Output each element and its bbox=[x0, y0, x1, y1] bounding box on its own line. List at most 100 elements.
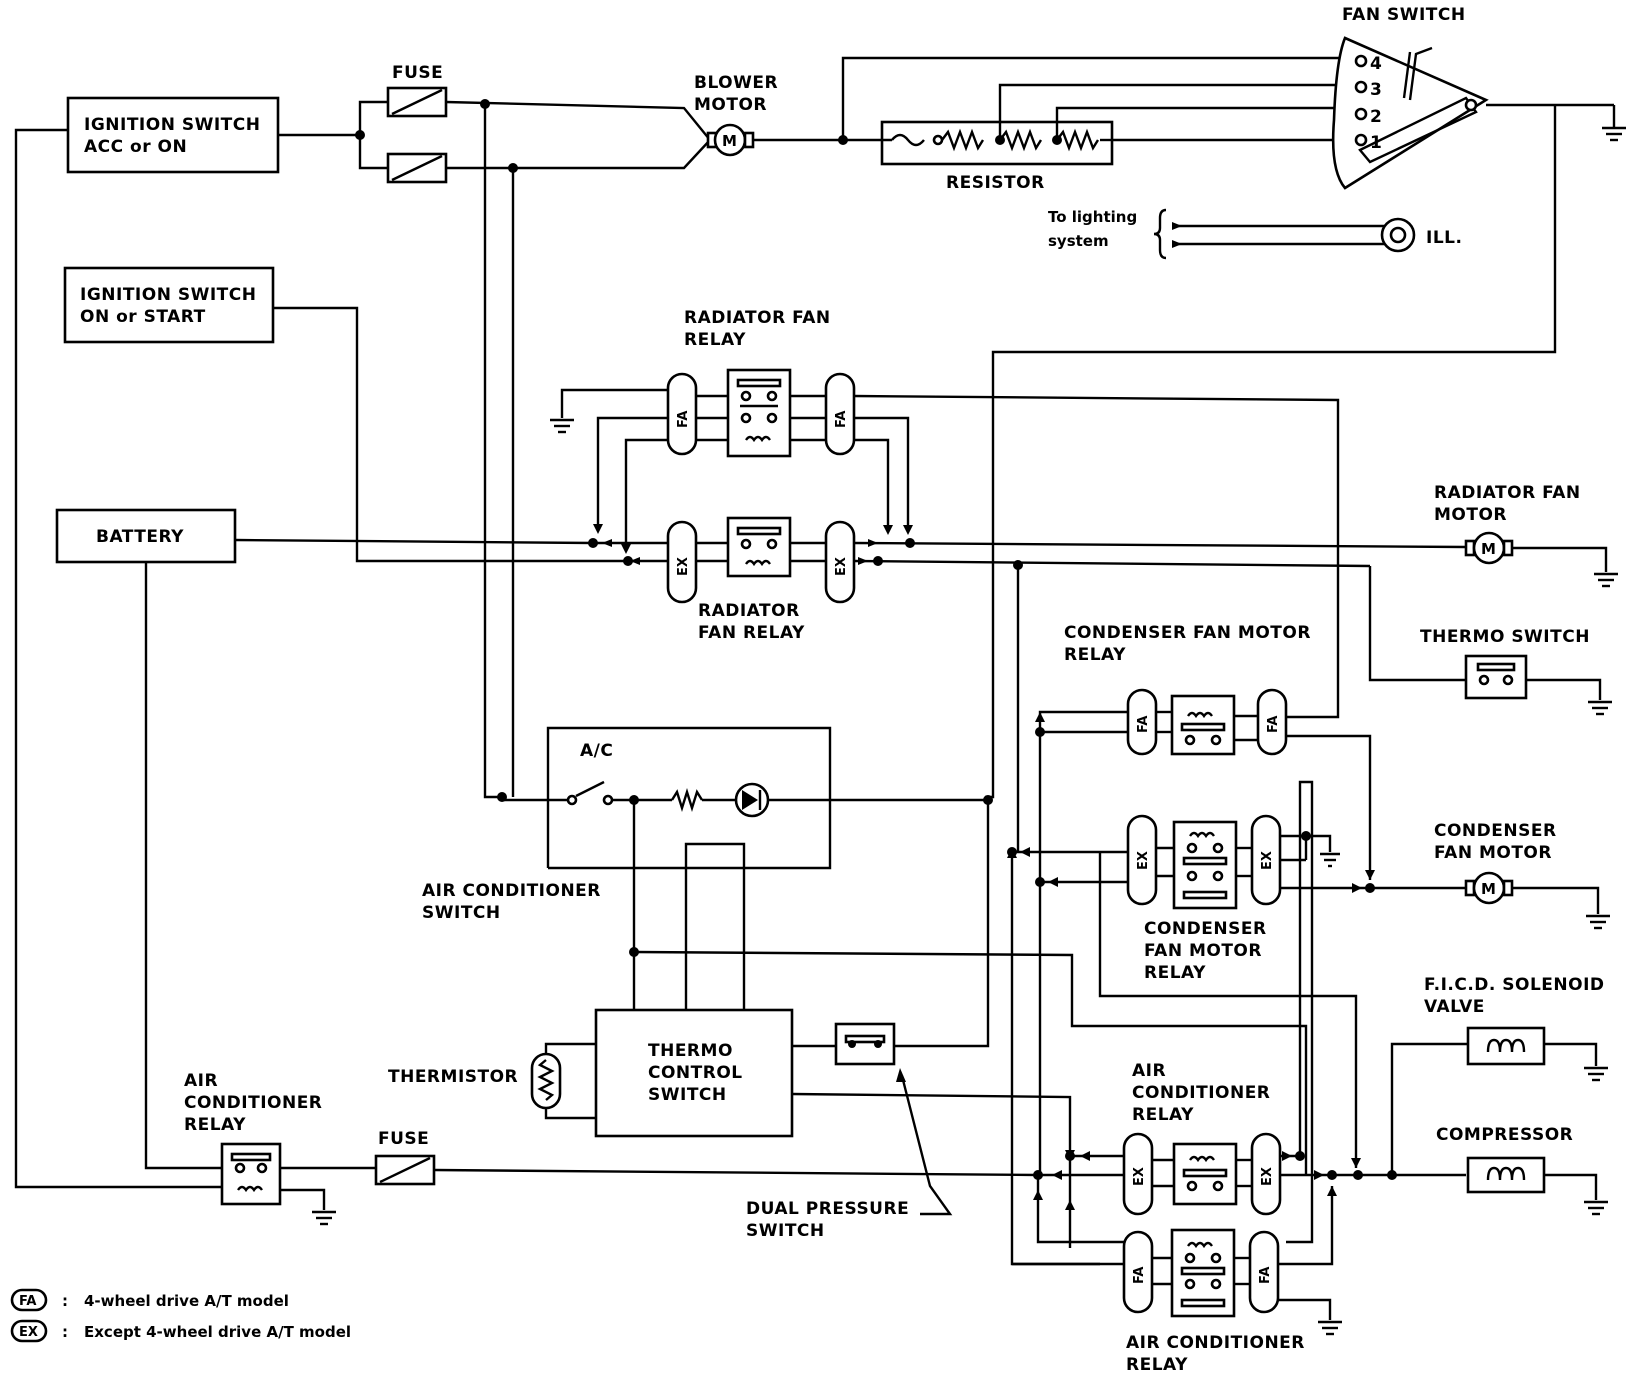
blower-motor: BLOWER MOTOR M bbox=[694, 73, 778, 157]
cond-fa-left-cap: FA bbox=[1136, 716, 1151, 733]
ficd-solenoid-valve: F.I.C.D. SOLENOID VALVE bbox=[1424, 975, 1605, 1066]
thermistor-label: THERMISTOR bbox=[388, 1067, 518, 1087]
condenser-fan-relay-fa: FA FA bbox=[1126, 688, 1288, 756]
fan-pos-4: 4 bbox=[1370, 54, 1382, 74]
ac-ex-right-cap: EX bbox=[1260, 1167, 1275, 1186]
cond-motor-symbol: M bbox=[1481, 880, 1496, 898]
legend-fa-colon: : bbox=[62, 1292, 68, 1310]
ac-relay-mid-label-1: AIR bbox=[1132, 1061, 1166, 1081]
blower-label-2: MOTOR bbox=[694, 95, 767, 115]
to-lighting-label-2: system bbox=[1048, 232, 1109, 250]
ac-switch-label-1: AIR CONDITIONER bbox=[422, 881, 601, 901]
cond-ex-right-cap: EX bbox=[1260, 851, 1275, 870]
cond-relay-bot-label-3: RELAY bbox=[1144, 963, 1206, 983]
ground-rad-relay bbox=[550, 418, 574, 434]
rad-relay-bot-label-2: FAN RELAY bbox=[698, 623, 805, 643]
ficd-label-1: F.I.C.D. SOLENOID bbox=[1424, 975, 1605, 995]
ign-start-label-1: IGNITION SWITCH bbox=[80, 285, 256, 305]
cond-relay-bot-label-2: FAN MOTOR bbox=[1144, 941, 1262, 961]
compressor-label: COMPRESSOR bbox=[1436, 1125, 1573, 1145]
ground-ficd bbox=[1584, 1066, 1608, 1082]
fuse-top: FUSE bbox=[386, 63, 448, 184]
fan-switch-label: FAN SWITCH bbox=[1342, 5, 1466, 25]
air-conditioner-relay-fa: FA FA AIR CONDITIONER RELAY bbox=[1122, 1228, 1305, 1375]
thermo-switch: THERMO SWITCH bbox=[1420, 627, 1590, 700]
ac-relay-bot-label-1: AIR CONDITIONER bbox=[1126, 1333, 1305, 1353]
legend-item-fa: FA : 4-wheel drive A/T model bbox=[10, 1288, 289, 1312]
cond-relay-top-label-2: RELAY bbox=[1064, 645, 1126, 665]
radiator-fan-motor: RADIATOR FAN MOTOR M bbox=[1434, 483, 1581, 565]
battery-label: BATTERY bbox=[96, 527, 184, 547]
ac-ex-left-cap: EX bbox=[1132, 1167, 1147, 1186]
fan-pos-2: 2 bbox=[1370, 107, 1382, 127]
ground-thermo-switch bbox=[1588, 700, 1612, 716]
thermistor: THERMISTOR bbox=[388, 1042, 596, 1120]
legend: FA : 4-wheel drive A/T model EX : Except… bbox=[10, 1288, 351, 1343]
ground-rad-motor bbox=[1594, 572, 1618, 588]
ac-fa-right-cap: FA bbox=[1258, 1267, 1273, 1284]
ill-label: ILL. bbox=[1426, 228, 1462, 248]
cond-relay-bot-label-1: CONDENSER bbox=[1144, 919, 1267, 939]
ground-ac-relay-fa bbox=[1318, 1320, 1342, 1336]
rad-ex-left-cap: EX bbox=[676, 557, 691, 576]
radiator-fan-relay-fa: FA FA bbox=[666, 368, 856, 458]
ground-fan-switch bbox=[1602, 105, 1626, 142]
ac-relay-bot-label-2: RELAY bbox=[1126, 1355, 1188, 1375]
ignition-switch-acc-on: IGNITION SWITCH ACC or ON bbox=[66, 96, 280, 174]
rad-fa-right-cap: FA bbox=[834, 411, 849, 428]
dual-pressure-label-1: DUAL PRESSURE bbox=[746, 1199, 909, 1219]
resistor-label: RESISTOR bbox=[946, 173, 1045, 193]
legend-ex-text: Except 4-wheel drive A/T model bbox=[84, 1323, 351, 1341]
fuse-bottom-label: FUSE bbox=[378, 1129, 429, 1149]
illumination-lamp: To lighting system ILL. bbox=[1048, 208, 1462, 260]
fuse-top-label: FUSE bbox=[392, 63, 443, 83]
ac-relay-left-label-1: AIR bbox=[184, 1071, 218, 1091]
legend-item-ex: EX : Except 4-wheel drive A/T model bbox=[10, 1319, 351, 1343]
legend-ex-colon: : bbox=[62, 1323, 68, 1341]
ac-relay-left-label-3: RELAY bbox=[184, 1115, 246, 1135]
ignition-switch-on-start: IGNITION SWITCH ON or START bbox=[63, 266, 275, 344]
dual-pressure-switch: DUAL PRESSURE SWITCH bbox=[746, 1022, 909, 1241]
ign-acc-label-2: ACC or ON bbox=[84, 137, 187, 157]
air-conditioner-switch[interactable]: A/C bbox=[546, 726, 832, 870]
fan-switch[interactable]: FAN SWITCH 4 3 2 1 bbox=[1331, 5, 1489, 190]
resistor: RESISTOR bbox=[843, 120, 1114, 193]
rad-ex-right-cap: EX bbox=[834, 557, 849, 576]
ground-ac-relay-left bbox=[312, 1210, 336, 1226]
ac-relay-mid-label-3: RELAY bbox=[1132, 1105, 1194, 1125]
condenser-fan-motor: CONDENSER FAN MOTOR M bbox=[1434, 821, 1556, 905]
to-lighting-label-1: To lighting bbox=[1048, 208, 1137, 226]
battery: BATTERY bbox=[55, 508, 237, 564]
air-conditioner-relay-ex: EX EX bbox=[1122, 1132, 1282, 1216]
ign-acc-label-1: IGNITION SWITCH bbox=[84, 115, 260, 135]
rad-relay-top-label-1: RADIATOR FAN bbox=[684, 308, 831, 328]
rad-motor-label-2: MOTOR bbox=[1434, 505, 1507, 525]
cond-motor-label-2: FAN MOTOR bbox=[1434, 843, 1552, 863]
ac-label: A/C bbox=[580, 741, 613, 761]
air-conditioner-relay-left: AIR CONDITIONER RELAY bbox=[184, 1071, 322, 1206]
legend-fa-text: 4-wheel drive A/T model bbox=[84, 1292, 289, 1310]
cond-relay-top-label-1: CONDENSER FAN MOTOR bbox=[1064, 623, 1311, 643]
thermo-ctrl-label-3: SWITCH bbox=[648, 1085, 727, 1105]
fan-pos-3: 3 bbox=[1370, 80, 1382, 100]
rad-fa-left-cap: FA bbox=[676, 411, 691, 428]
blower-label-1: BLOWER bbox=[694, 73, 778, 93]
ac-switch-label-2: SWITCH bbox=[422, 903, 501, 923]
ign-start-label-2: ON or START bbox=[80, 307, 206, 327]
thermo-ctrl-label-2: CONTROL bbox=[648, 1063, 743, 1083]
rad-relay-bot-label-1: RADIATOR bbox=[698, 601, 800, 621]
radiator-fan-relay-ex: EX EX RADIATOR FAN RELAY bbox=[666, 516, 856, 643]
ficd-label-2: VALVE bbox=[1424, 997, 1485, 1017]
rad-relay-top-label-2: RELAY bbox=[684, 330, 746, 350]
ac-fa-left-cap: FA bbox=[1132, 1267, 1147, 1284]
ac-relay-mid-label-2: CONDITIONER bbox=[1132, 1083, 1270, 1103]
ground-cond-relay bbox=[1320, 852, 1340, 868]
condenser-fan-relay-ex: EX EX CONDENSER FAN MOTOR RELAY bbox=[1126, 814, 1282, 983]
cond-fa-right-cap: FA bbox=[1266, 716, 1281, 733]
legend-ex-code: EX bbox=[19, 1325, 38, 1340]
rad-motor-label-1: RADIATOR FAN bbox=[1434, 483, 1581, 503]
thermo-switch-label: THERMO SWITCH bbox=[1420, 627, 1590, 647]
blower-motor-symbol: M bbox=[722, 132, 737, 150]
thermo-ctrl-label-1: THERMO bbox=[648, 1041, 733, 1061]
fuse-bottom: FUSE bbox=[374, 1129, 436, 1186]
